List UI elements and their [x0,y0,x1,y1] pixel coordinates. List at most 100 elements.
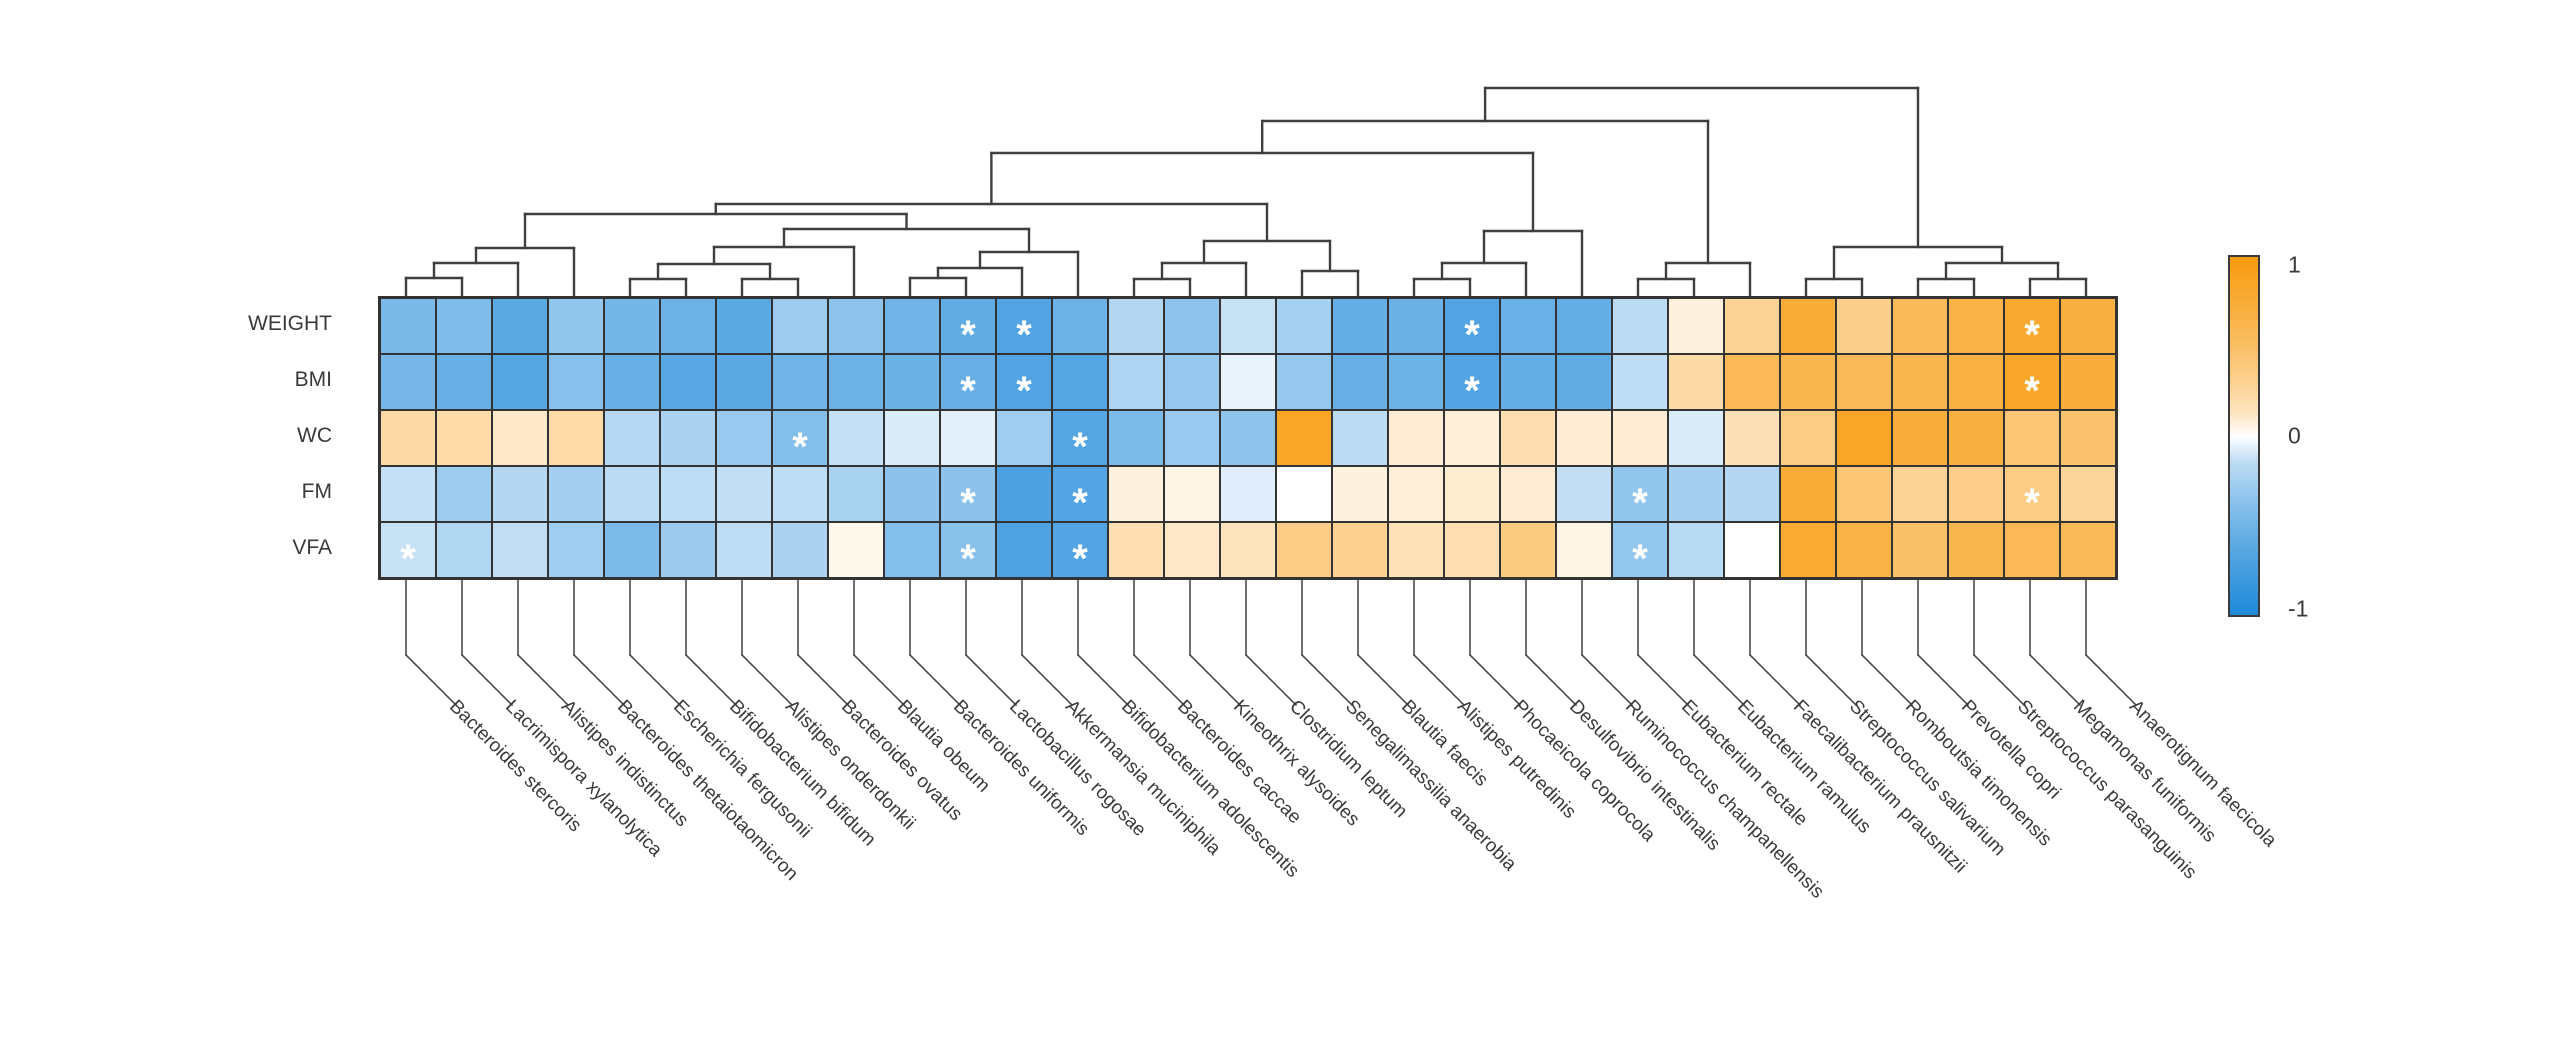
heatmap-cell [1612,410,1668,466]
row-label: FM [301,480,332,503]
heatmap-cell [1332,522,1388,578]
heatmap-cell [1108,410,1164,466]
heatmap-cell [1948,298,2004,354]
heatmap-cell [996,410,1052,466]
heatmap-cell: * [940,466,996,525]
heatmap-cell [1948,410,2004,466]
heatmap-cell [548,466,604,522]
heatmap-cell [1668,298,1724,354]
heatmap-cell [1276,522,1332,578]
heatmap-cell [1220,466,1276,522]
significance-star: * [1464,369,1480,413]
heatmap-cell: * [1052,466,1108,525]
heatmap-cell [884,298,940,354]
heatmap-cell [1444,466,1500,522]
heatmap-cell [2060,298,2116,354]
heatmap-cell: * [2004,354,2060,413]
heatmap-cell [1276,466,1332,522]
heatmap-cell [492,466,548,522]
significance-star: * [1632,537,1648,581]
heatmap-cell [1836,466,1892,522]
significance-star: * [960,481,976,525]
heatmap-cell [1724,354,1780,410]
heatmap-cell [1836,298,1892,354]
heatmap-cell [660,298,716,354]
heatmap-cell: * [996,354,1052,411]
heatmap-cell: * [380,522,436,579]
heatmap-cell [1668,410,1724,466]
heatmap-cell [1892,298,1948,354]
heatmap-cell [1612,298,1668,354]
correlation-heatmap-grid: ****************** [378,296,2118,580]
heatmap-cell [604,522,660,578]
heatmap-cell [1780,522,1836,578]
heatmap-cell [772,354,828,410]
heatmap-cell [604,410,660,466]
heatmap-cell [1220,522,1276,578]
heatmap-cell [1668,354,1724,410]
heatmap-cell: * [2004,466,2060,523]
significance-star: * [1072,537,1088,581]
heatmap-cell [716,522,772,578]
heatmap-cell [1108,354,1164,410]
heatmap-cell [548,522,604,578]
significance-star: * [1016,313,1032,357]
significance-star: * [960,313,976,357]
heatmap-cell [884,466,940,522]
significance-star: * [2024,369,2040,413]
heatmap-cell [772,522,828,578]
heatmap-cell [660,522,716,578]
significance-star: * [792,425,808,469]
heatmap-cell [436,410,492,466]
heatmap-cell: * [2004,298,2060,357]
heatmap-cell [772,298,828,354]
heatmap-cell [660,354,716,410]
heatmap-cell [1724,410,1780,466]
heatmap-cell [1780,298,1836,354]
heatmap-cell [380,354,436,410]
significance-star: * [2024,313,2040,357]
heatmap-cell [1892,354,1948,410]
heatmap-cell [436,354,492,410]
heatmap-cell [1948,466,2004,522]
heatmap-cell [2060,354,2116,410]
heatmap-cell [1220,298,1276,354]
heatmap-cell [1332,298,1388,354]
row-label: WC [297,424,332,447]
heatmap-cell [1500,354,1556,410]
heatmap-cell [1388,298,1444,354]
heatmap-cell [996,522,1052,578]
heatmap-cell [1836,410,1892,466]
heatmap-cell [1556,354,1612,410]
heatmap-cell [604,354,660,410]
heatmap-cell [1892,522,1948,578]
heatmap-cell: * [1444,354,1500,413]
significance-star: * [1072,481,1088,525]
heatmap-cell [1556,410,1612,466]
heatmap-cell [1388,522,1444,578]
heatmap-cell [1556,522,1612,578]
heatmap-cell [1108,522,1164,578]
heatmap-cell [1724,298,1780,354]
heatmap-cell: * [772,410,828,469]
heatmap-cell [436,466,492,522]
heatmap-cell [492,354,548,410]
heatmap-cell: * [940,354,996,411]
heatmap-cell [1444,522,1500,578]
heatmap-cell [492,410,548,466]
heatmap-cell [1780,410,1836,466]
heatmap-cell [940,410,996,466]
heatmap-cell [1836,522,1892,578]
heatmap-cell: * [996,298,1052,357]
row-label: BMI [294,368,332,391]
heatmap-cell [660,466,716,522]
heatmap-cell [716,354,772,410]
heatmap-cell [1108,298,1164,354]
heatmap-cell [604,466,660,522]
heatmap-cell [1780,466,1836,522]
heatmap-cell [1332,354,1388,410]
heatmap-cell [492,522,548,578]
colorbar-mid-label: 0 [2288,422,2301,449]
heatmap-cell [1724,466,1780,522]
